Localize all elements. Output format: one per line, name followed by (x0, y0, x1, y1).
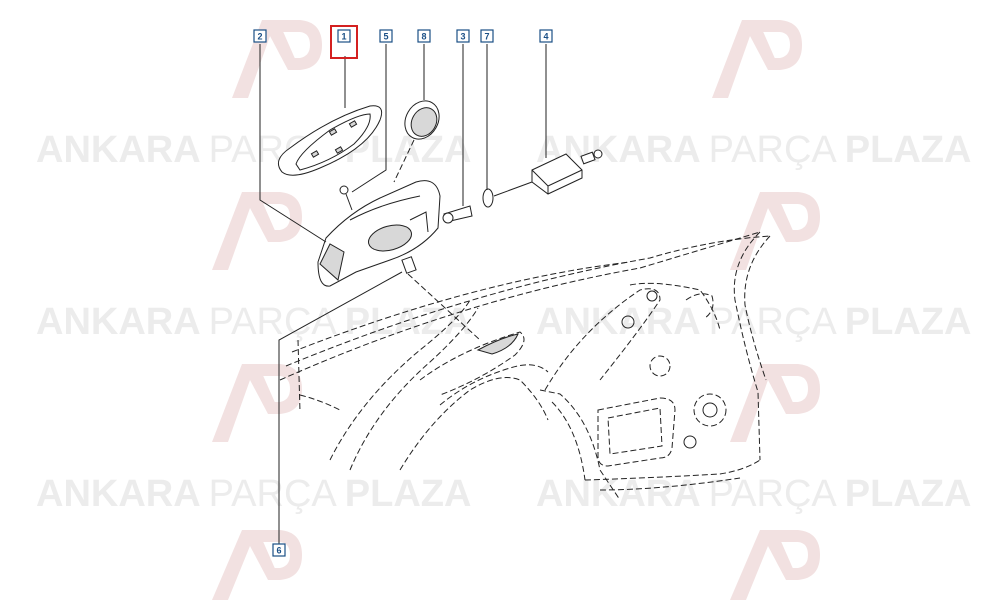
callout-4[interactable]: 4 (539, 29, 553, 43)
watermark-brand-bold2: PLAZA (845, 473, 972, 515)
watermark-brand-bold2: PLAZA (845, 301, 972, 343)
callout-label: 2 (257, 32, 262, 42)
callout-label: 5 (383, 32, 388, 42)
watermark-logo (712, 20, 802, 98)
car-body-outline (279, 231, 771, 501)
callout-label: 6 (276, 546, 281, 556)
watermark-logo (212, 192, 302, 270)
callout-8[interactable]: 8 (417, 29, 431, 43)
part-clip-6 (401, 256, 417, 274)
part-actuator-4 (493, 149, 603, 197)
callout-2[interactable]: 2 (253, 29, 267, 43)
watermark-brand-light: PARÇA (709, 129, 838, 171)
part-screw-5 (339, 185, 353, 211)
callout-label: 1 (341, 32, 346, 42)
watermark-logo (212, 364, 302, 442)
callout-label: 8 (421, 32, 426, 42)
part-washer-7 (482, 188, 494, 208)
callout-box (379, 29, 393, 43)
callout-box (417, 29, 431, 43)
watermark-logo (730, 192, 820, 270)
callout-3[interactable]: 3 (456, 29, 470, 43)
part-cap-8 (404, 100, 440, 140)
callout-box (272, 543, 286, 557)
part-bolt-3 (442, 205, 473, 224)
watermark-brand-bold: ANKARA (36, 129, 201, 171)
watermark-brand-light: PARÇA (709, 473, 838, 515)
callout-label: 3 (460, 32, 465, 42)
callout-box (337, 29, 351, 43)
callout-5[interactable]: 5 (379, 29, 393, 43)
watermark-brand-bold: ANKARA (36, 301, 201, 343)
watermark-logo (730, 530, 820, 600)
watermark-brand-bold2: PLAZA (345, 301, 472, 343)
callout-6[interactable]: 6 (272, 543, 286, 557)
part-fuel-flap (277, 105, 383, 176)
assembly-guides (393, 139, 481, 341)
callout-box (480, 29, 494, 43)
watermark-logo (212, 530, 302, 600)
part-housing-2 (317, 180, 441, 287)
watermark-brand-bold: ANKARA (536, 473, 701, 515)
watermark-brand-light: PARÇA (209, 473, 338, 515)
watermark-brand-bold2: PLAZA (345, 473, 472, 515)
leader-lines (259, 44, 547, 544)
callout-label: 4 (543, 32, 548, 42)
watermark-brand-bold: ANKARA (536, 301, 701, 343)
callout-7[interactable]: 7 (480, 29, 494, 43)
watermark-brand-light: PARÇA (209, 301, 338, 343)
watermark-brand-bold: ANKARA (36, 473, 201, 515)
watermark-logo (730, 364, 820, 442)
watermark-brand-bold2: PLAZA (845, 129, 972, 171)
callout-box (539, 29, 553, 43)
watermark-logo (232, 20, 322, 98)
callout-box (456, 29, 470, 43)
callout-label: 7 (484, 32, 489, 42)
callout-highlight-frame (330, 25, 358, 59)
callout-1[interactable]: 1 (330, 25, 358, 59)
callout-box (253, 29, 267, 43)
watermark-brand-light: PARÇA (709, 301, 838, 343)
